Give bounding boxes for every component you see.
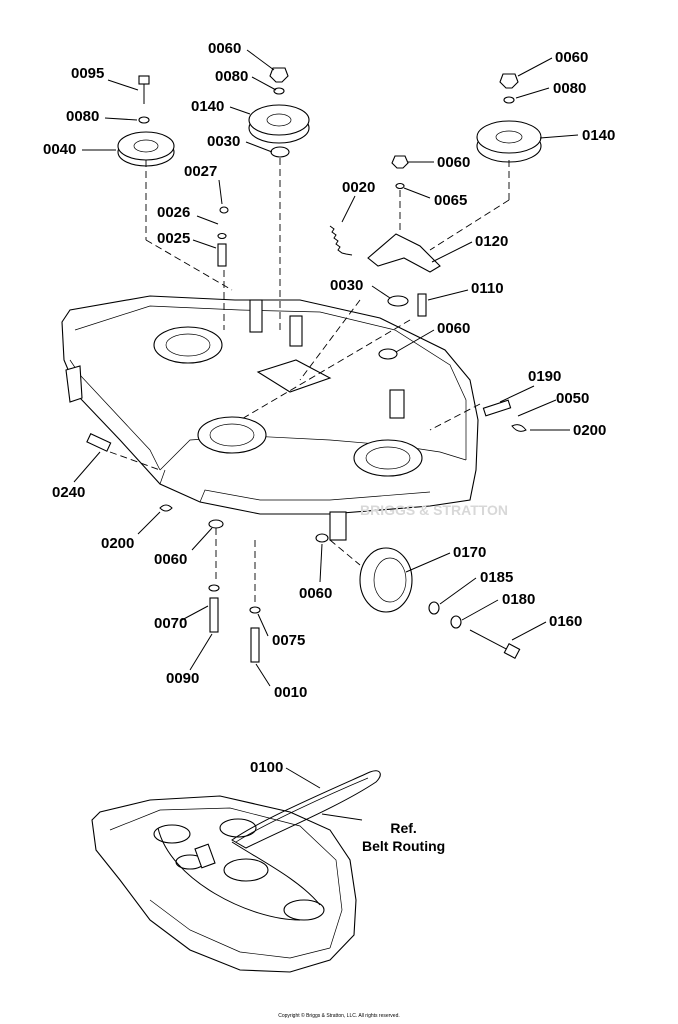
bolt-0095 [138,75,150,124]
reference-line-1: Ref. [390,820,417,836]
callout-0180[interactable]: 0180 [502,591,536,608]
belt-routing-view [91,770,381,973]
callout-0240[interactable]: 0240 [52,484,86,501]
callout-0030[interactable]: 0030 [207,133,241,150]
callout-0030[interactable]: 0030 [330,277,364,294]
callout-0100[interactable]: 0100 [250,759,284,776]
callout-0160[interactable]: 0160 [549,613,583,630]
callout-0200[interactable]: 0200 [573,422,607,439]
callout-0170[interactable]: 0170 [453,544,487,561]
leader-lines [73,49,579,821]
alignment-lines [109,158,510,604]
callout-0060[interactable]: 0060 [437,154,471,171]
mower-deck [61,295,479,541]
callout-0080[interactable]: 0080 [553,80,587,97]
center-pulley-0140 [248,67,310,158]
callout-0060[interactable]: 0060 [437,320,471,337]
rod-0190 [482,399,527,432]
callout-0010[interactable]: 0010 [274,684,308,701]
copyright-notice: Copyright © Briggs & Stratton, LLC. All … [278,1013,400,1019]
callout-0026[interactable]: 0026 [157,204,191,221]
callout-0110[interactable]: 0110 [471,280,504,297]
left-pulley-0040 [117,131,175,167]
callout-0040[interactable]: 0040 [43,141,77,158]
callout-0200[interactable]: 0200 [101,535,135,552]
belt-routing-reference: Ref. Belt Routing [362,820,445,855]
callout-0060[interactable]: 0060 [299,585,333,602]
callout-0025[interactable]: 0025 [157,230,191,247]
callout-0070[interactable]: 0070 [154,615,188,632]
callout-0140[interactable]: 0140 [582,127,616,144]
callout-0020[interactable]: 0020 [342,179,376,196]
idler-arm-0120 [367,155,441,360]
callout-0065[interactable]: 0065 [434,192,468,209]
callout-0027[interactable]: 0027 [184,163,218,180]
callout-0090[interactable]: 0090 [166,670,200,687]
reference-line-2: Belt Routing [362,837,446,854]
spring-0020 [329,225,353,256]
callout-0095[interactable]: 0095 [71,65,105,82]
callout-0060[interactable]: 0060 [555,49,589,66]
callout-0080[interactable]: 0080 [66,108,100,125]
watermark-text: BRIGGS & STRATTON [360,502,508,518]
wheel-0170 [359,547,521,659]
callout-0060[interactable]: 0060 [208,40,242,57]
stud-0025 [217,206,229,267]
callout-0185[interactable]: 0185 [480,569,514,586]
callout-0075[interactable]: 0075 [272,632,306,649]
callout-0120[interactable]: 0120 [475,233,509,250]
callout-0080[interactable]: 0080 [215,68,249,85]
callout-0050[interactable]: 0050 [556,390,590,407]
callout-0140[interactable]: 0140 [191,98,225,115]
callout-0190[interactable]: 0190 [528,368,562,385]
pin-0240 [86,432,112,452]
callout-0060[interactable]: 0060 [154,551,188,568]
right-pulley-0140 [476,73,542,163]
lower-hardware [159,504,329,663]
